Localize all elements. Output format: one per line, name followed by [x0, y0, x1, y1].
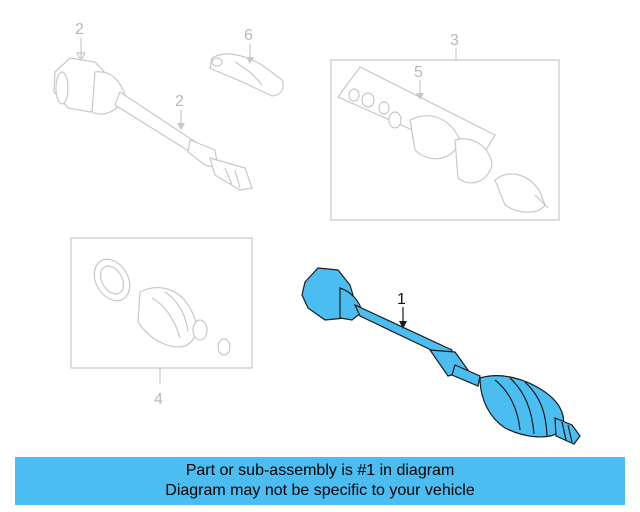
callout-6: 6: [244, 27, 253, 44]
leader-arrow: [177, 123, 185, 130]
part-1-axle-assembly: [301, 267, 581, 445]
callout-2-shaft: 2: [175, 93, 184, 110]
leader-arrow: [246, 57, 254, 64]
leader-arrow: [75, 52, 87, 62]
part-6-clamp: [209, 53, 284, 97]
part-3-components: [337, 66, 549, 213]
callout-2-top: 2: [75, 21, 84, 38]
callout-5: 5: [414, 64, 423, 81]
parts-diagram: 2 2 6 3 5 4: [53, 21, 581, 445]
banner-line-2: Diagram may not be specific to your vehi…: [165, 482, 475, 499]
banner-line-1: Part or sub-assembly is #1 in diagram: [185, 462, 455, 479]
info-banner: Part or sub-assembly is #1 in diagram Di…: [15, 457, 625, 505]
callout-3: 3: [450, 32, 459, 49]
callout-1: 1: [397, 291, 406, 308]
part-4-components: [93, 258, 231, 356]
part-2-inner-shaft: [53, 57, 253, 191]
callout-4: 4: [154, 391, 163, 408]
leader-arrow: [416, 93, 424, 100]
leader-arrow: [399, 321, 407, 329]
